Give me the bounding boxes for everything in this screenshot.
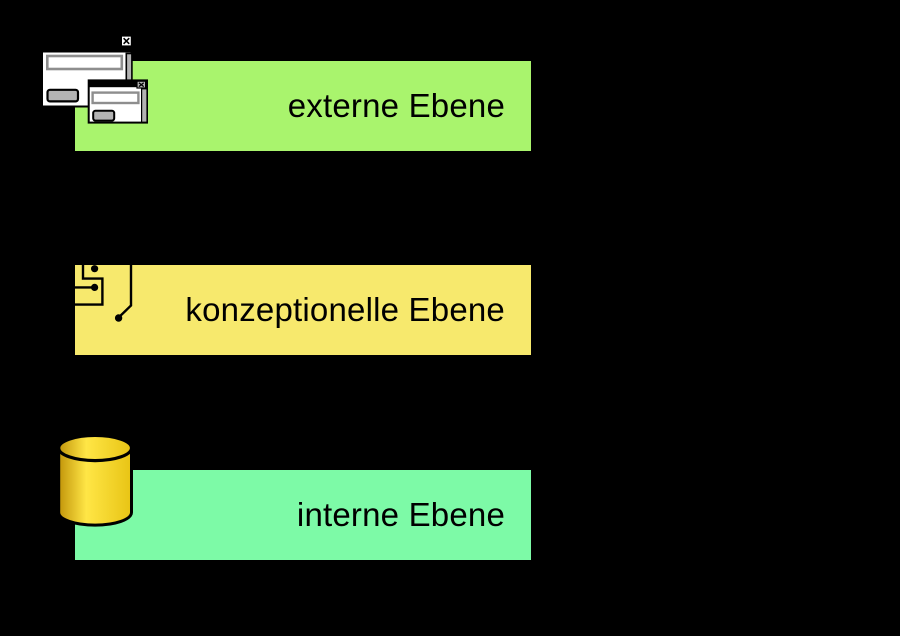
front-window-titlebar [88,80,147,88]
back-window-button [46,88,80,103]
schema-nodes [91,265,123,322]
overlapping-windows-icon [41,34,148,124]
schema-graph-icon [75,264,133,322]
close-x-glyph [138,82,145,88]
back-window-scrollbar [125,52,133,83]
schema-lines [75,264,133,319]
back-window-titlebar [42,46,132,53]
level-label-externe-ebene: externe Ebene [287,87,505,124]
cylinder-top [57,433,134,463]
level-label-interne-ebene: interne Ebene [296,496,505,533]
front-window-scrollbar [141,88,148,123]
back-window-text-field [45,54,124,71]
front-window-text-field [91,91,140,105]
level-box-konzeptionelle-ebene: konzeptionelle Ebene [75,265,531,355]
close-x-glyph [123,37,130,45]
cylinder-body [57,448,133,527]
level-box-interne-ebene: interne Ebene [75,470,531,560]
database-cylinder-icon [57,433,134,527]
front-window [87,79,148,124]
level-box-externe-ebene: externe Ebene [75,61,531,151]
front-window-button [92,109,116,122]
level-label-konzeptionelle-ebene: konzeptionelle Ebene [185,291,505,328]
